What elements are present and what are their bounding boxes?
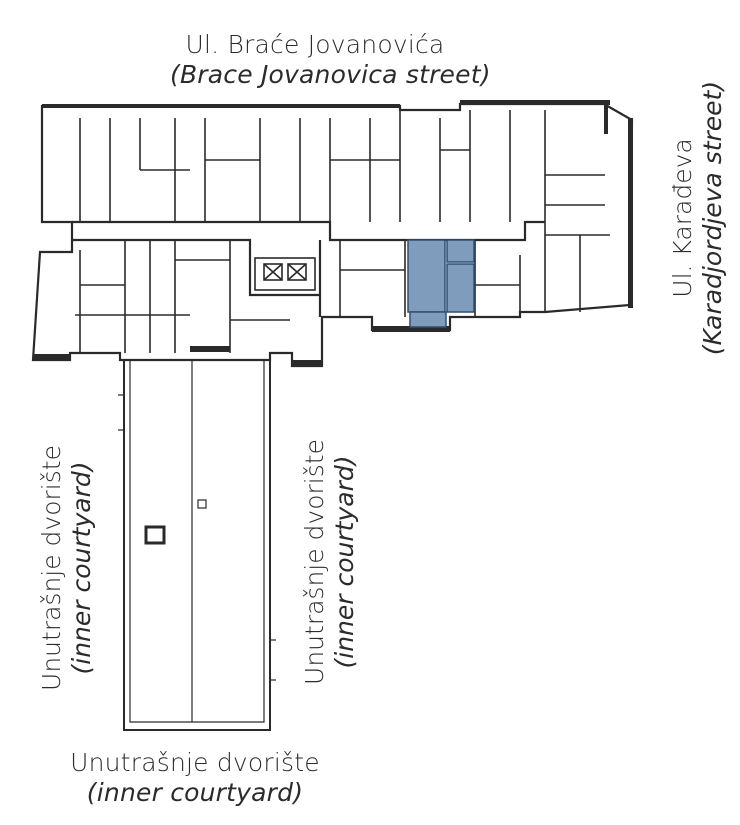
exterior-wall-accents (33, 100, 633, 367)
bottom-courtyard-name-en: (inner courtyard) (86, 778, 304, 807)
bottom-courtyard-name: Unutrašnje dvorište (70, 748, 320, 777)
top-street-name-en: (Brace Jovanovica street) (170, 60, 491, 89)
courtyard-wing (118, 360, 276, 731)
building-outline (31, 102, 634, 368)
room-partitions (75, 110, 610, 353)
highlighted-apartment (407, 239, 475, 328)
top-street-name: Ul. Braće Jovanovića (185, 30, 445, 59)
elevator-core (254, 257, 316, 291)
top-street-label: Ul. Braće Jovanovića (Brace Jovanovica s… (170, 30, 491, 90)
bottom-courtyard-label: Unutrašnje dvorište (inner courtyard) (45, 748, 345, 808)
